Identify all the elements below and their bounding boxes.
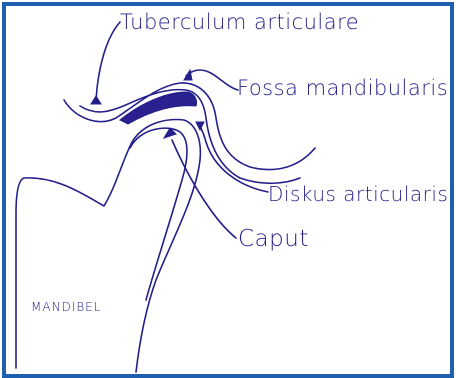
label-mandibel: MANDIBEL <box>31 300 101 314</box>
mandible-condyle-outline <box>16 120 200 372</box>
label-tuberculum-articulare: Tuberculum articulare <box>120 10 359 34</box>
fossa-arrowhead <box>184 70 192 80</box>
fossa-pointer-line <box>186 70 238 90</box>
caput-pointer-line <box>172 140 236 238</box>
label-fossa-mandibularis: Fossa mandibularis <box>237 76 448 100</box>
label-diskus-articularis: Diskus articularis <box>268 182 448 206</box>
tuberculum-pointer-line <box>96 22 120 100</box>
label-caput: Caput <box>238 226 309 252</box>
tuberculum-arrowhead <box>91 96 101 104</box>
diskus-arrowhead <box>196 122 204 130</box>
